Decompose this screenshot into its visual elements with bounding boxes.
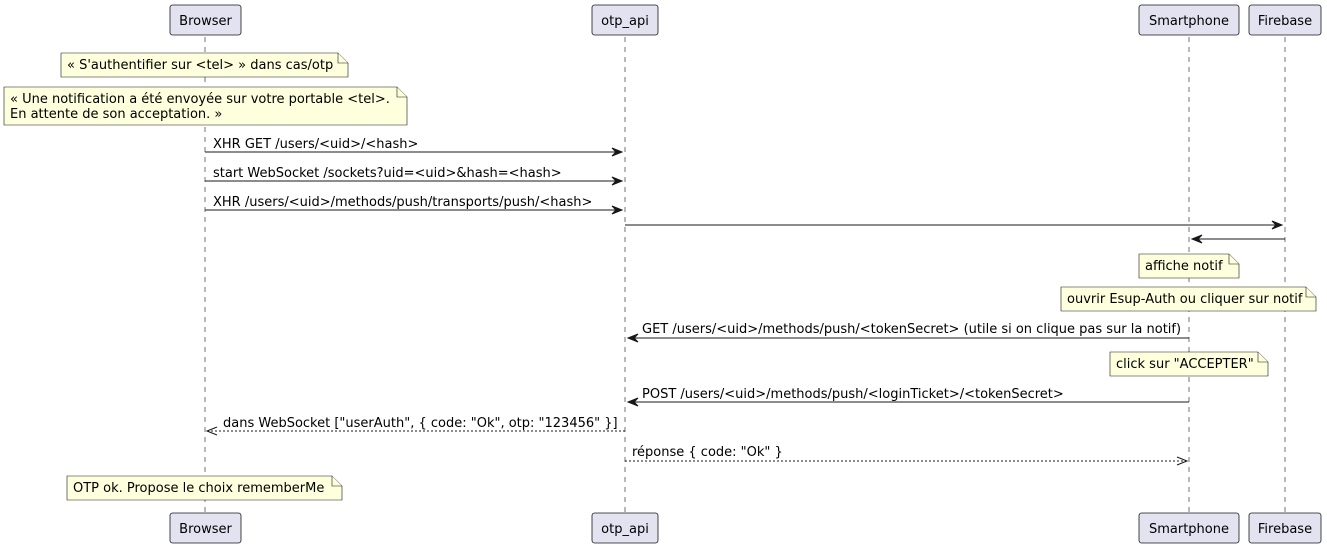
note-show-notif: affiche notif: [1138, 253, 1240, 279]
participant-smartphone-top: Smartphone: [1138, 4, 1240, 36]
participant-firebase-top: Firebase: [1248, 4, 1322, 36]
message-start-websocket: start WebSocket /sockets?uid=<uid>&hash=…: [205, 166, 624, 186]
participant-firebase-label: Firebase: [1258, 14, 1312, 29]
participant-browser-label: Browser: [179, 522, 232, 537]
message-reponse-ok-label: réponse { code: "Ok" }: [632, 445, 783, 460]
participant-browser-top: Browser: [169, 4, 242, 36]
message-xhr-push-transport: XHR /users/<uid>/methods/push/transports…: [205, 195, 624, 215]
participant-otp-api-top: otp_api: [591, 4, 659, 36]
note-auth-prompt-text: « S'authentifier sur <tel> » dans cas/ot…: [67, 58, 333, 73]
message-get-token-secret-label: GET /users/<uid>/methods/push/<tokenSecr…: [642, 322, 1181, 337]
message-post-login-ticket-label: POST /users/<uid>/methods/push/<loginTic…: [642, 387, 1064, 402]
message-firebase-to-phone: [1190, 234, 1285, 244]
participant-smartphone-label: Smartphone: [1149, 14, 1229, 29]
note-click-accept: click sur "ACCEPTER": [1109, 351, 1269, 377]
message-websocket-user-auth: dans WebSocket ["userAuth", { code: "Ok"…: [205, 416, 625, 436]
message-api-to-firebase: [625, 220, 1284, 230]
message-xhr-push-transport-label: XHR /users/<uid>/methods/push/transports…: [213, 195, 592, 210]
message-xhr-get-hash: XHR GET /users/<uid>/<hash>: [205, 137, 624, 157]
note-notification-sent: « Une notification a été envoyée sur vot…: [3, 86, 408, 126]
note-otp-ok-text: OTP ok. Propose le choix rememberMe: [73, 481, 324, 496]
message-get-token-secret: GET /users/<uid>/methods/push/<tokenSecr…: [626, 322, 1189, 343]
participant-browser-label: Browser: [179, 14, 232, 29]
message-post-login-ticket: POST /users/<uid>/methods/push/<loginTic…: [626, 387, 1189, 407]
message-xhr-get-hash-label: XHR GET /users/<uid>/<hash>: [213, 137, 418, 152]
note-show-notif-text: affiche notif: [1145, 259, 1223, 274]
message-reponse-ok: réponse { code: "Ok" }: [625, 445, 1189, 466]
note-auth-prompt: « S'authentifier sur <tel> » dans cas/ot…: [60, 52, 349, 78]
participant-firebase-bottom: Firebase: [1248, 512, 1322, 544]
note-otp-ok: OTP ok. Propose le choix rememberMe: [66, 475, 343, 501]
note-open-app: ouvrir Esup-Auth ou cliquer sur notif: [1060, 286, 1317, 312]
note-notification-line-1: « Une notification a été envoyée sur vot…: [10, 92, 390, 107]
note-open-app-text: ouvrir Esup-Auth ou cliquer sur notif: [1067, 292, 1303, 307]
participant-smartphone-label: Smartphone: [1149, 522, 1229, 537]
message-websocket-user-auth-label: dans WebSocket ["userAuth", { code: "Ok"…: [223, 416, 618, 431]
note-notification-line-2: En attente de son acceptation. »: [10, 107, 222, 122]
participant-otp-api-label: otp_api: [601, 14, 649, 29]
participant-smartphone-bottom: Smartphone: [1138, 512, 1240, 544]
participant-firebase-label: Firebase: [1258, 522, 1312, 537]
participant-browser-bottom: Browser: [169, 512, 242, 544]
participant-otp-api-label: otp_api: [601, 522, 649, 537]
note-click-accept-text: click sur "ACCEPTER": [1116, 357, 1254, 372]
participant-otp-api-bottom: otp_api: [591, 512, 659, 544]
message-start-websocket-label: start WebSocket /sockets?uid=<uid>&hash=…: [213, 166, 562, 181]
